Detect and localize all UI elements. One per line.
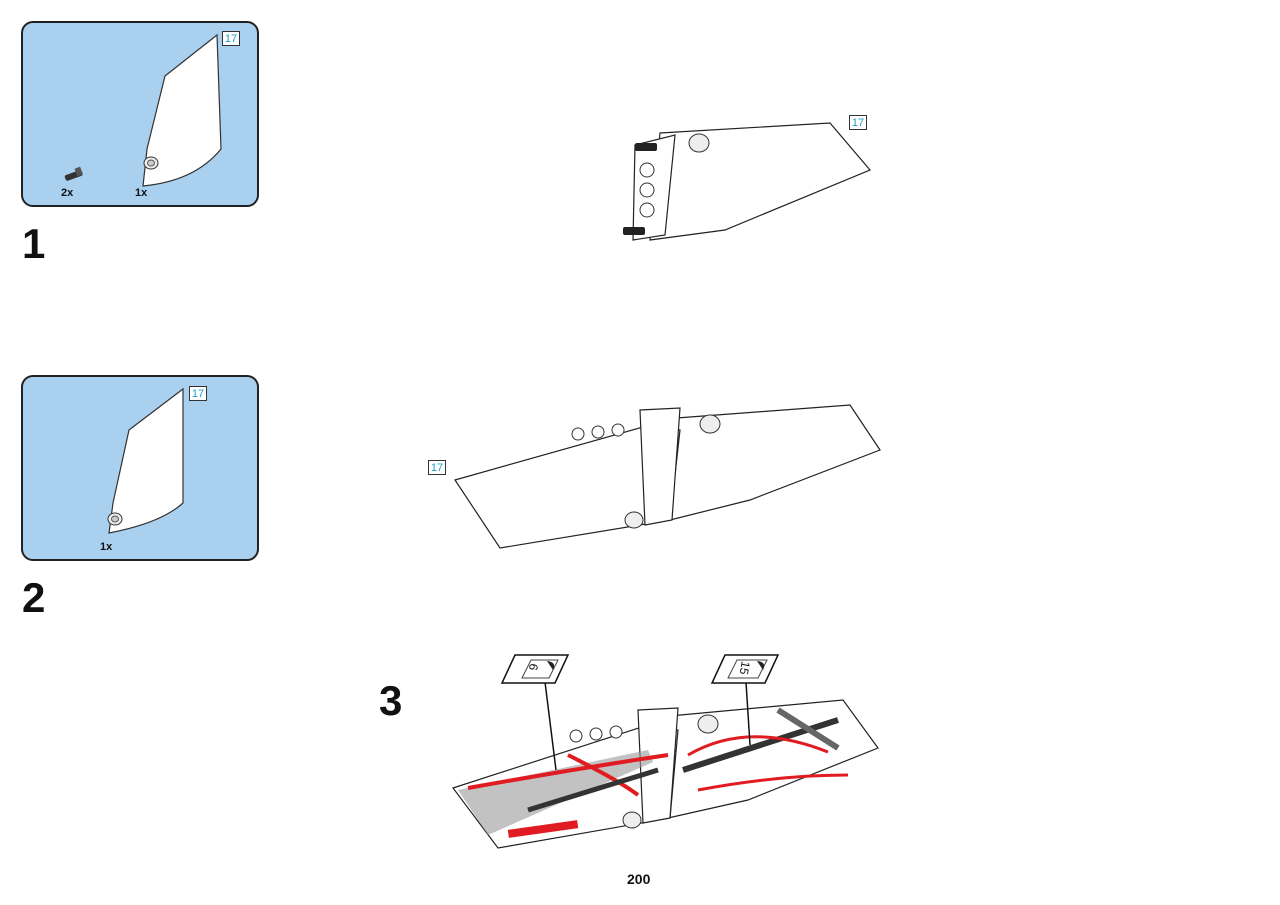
part-quantity: 1x bbox=[100, 541, 113, 553]
part-number-tag: 17 bbox=[222, 31, 240, 46]
page-number: 200 bbox=[627, 871, 651, 887]
wing-panel-image bbox=[107, 387, 184, 534]
pin-part-image bbox=[64, 166, 83, 181]
step3-model-image bbox=[452, 699, 879, 849]
part-number-tag: 17 bbox=[189, 386, 207, 401]
step1-parts-box: 2x 1x 17 bbox=[21, 21, 259, 207]
step-number: 1 bbox=[22, 220, 46, 267]
step-number: 3 bbox=[379, 677, 403, 724]
step1-model-image bbox=[623, 122, 871, 241]
step2-model-image bbox=[454, 404, 881, 549]
step2-parts-box: 1x 17 bbox=[21, 375, 259, 561]
step-number: 2 bbox=[22, 574, 46, 621]
sticker-callout-15: 15 bbox=[710, 654, 780, 684]
wing-panel-image bbox=[142, 33, 222, 187]
part-number-tag: 17 bbox=[849, 115, 867, 130]
sticker-callout-frame bbox=[710, 654, 780, 684]
part-number-tag: 17 bbox=[428, 460, 446, 475]
part-quantity: 2x bbox=[61, 187, 74, 199]
part-quantity: 1x bbox=[135, 187, 148, 199]
sticker-callout-frame bbox=[500, 654, 570, 684]
sticker-number: 15 bbox=[736, 660, 753, 676]
sticker-callout-6: 6 bbox=[500, 654, 570, 684]
